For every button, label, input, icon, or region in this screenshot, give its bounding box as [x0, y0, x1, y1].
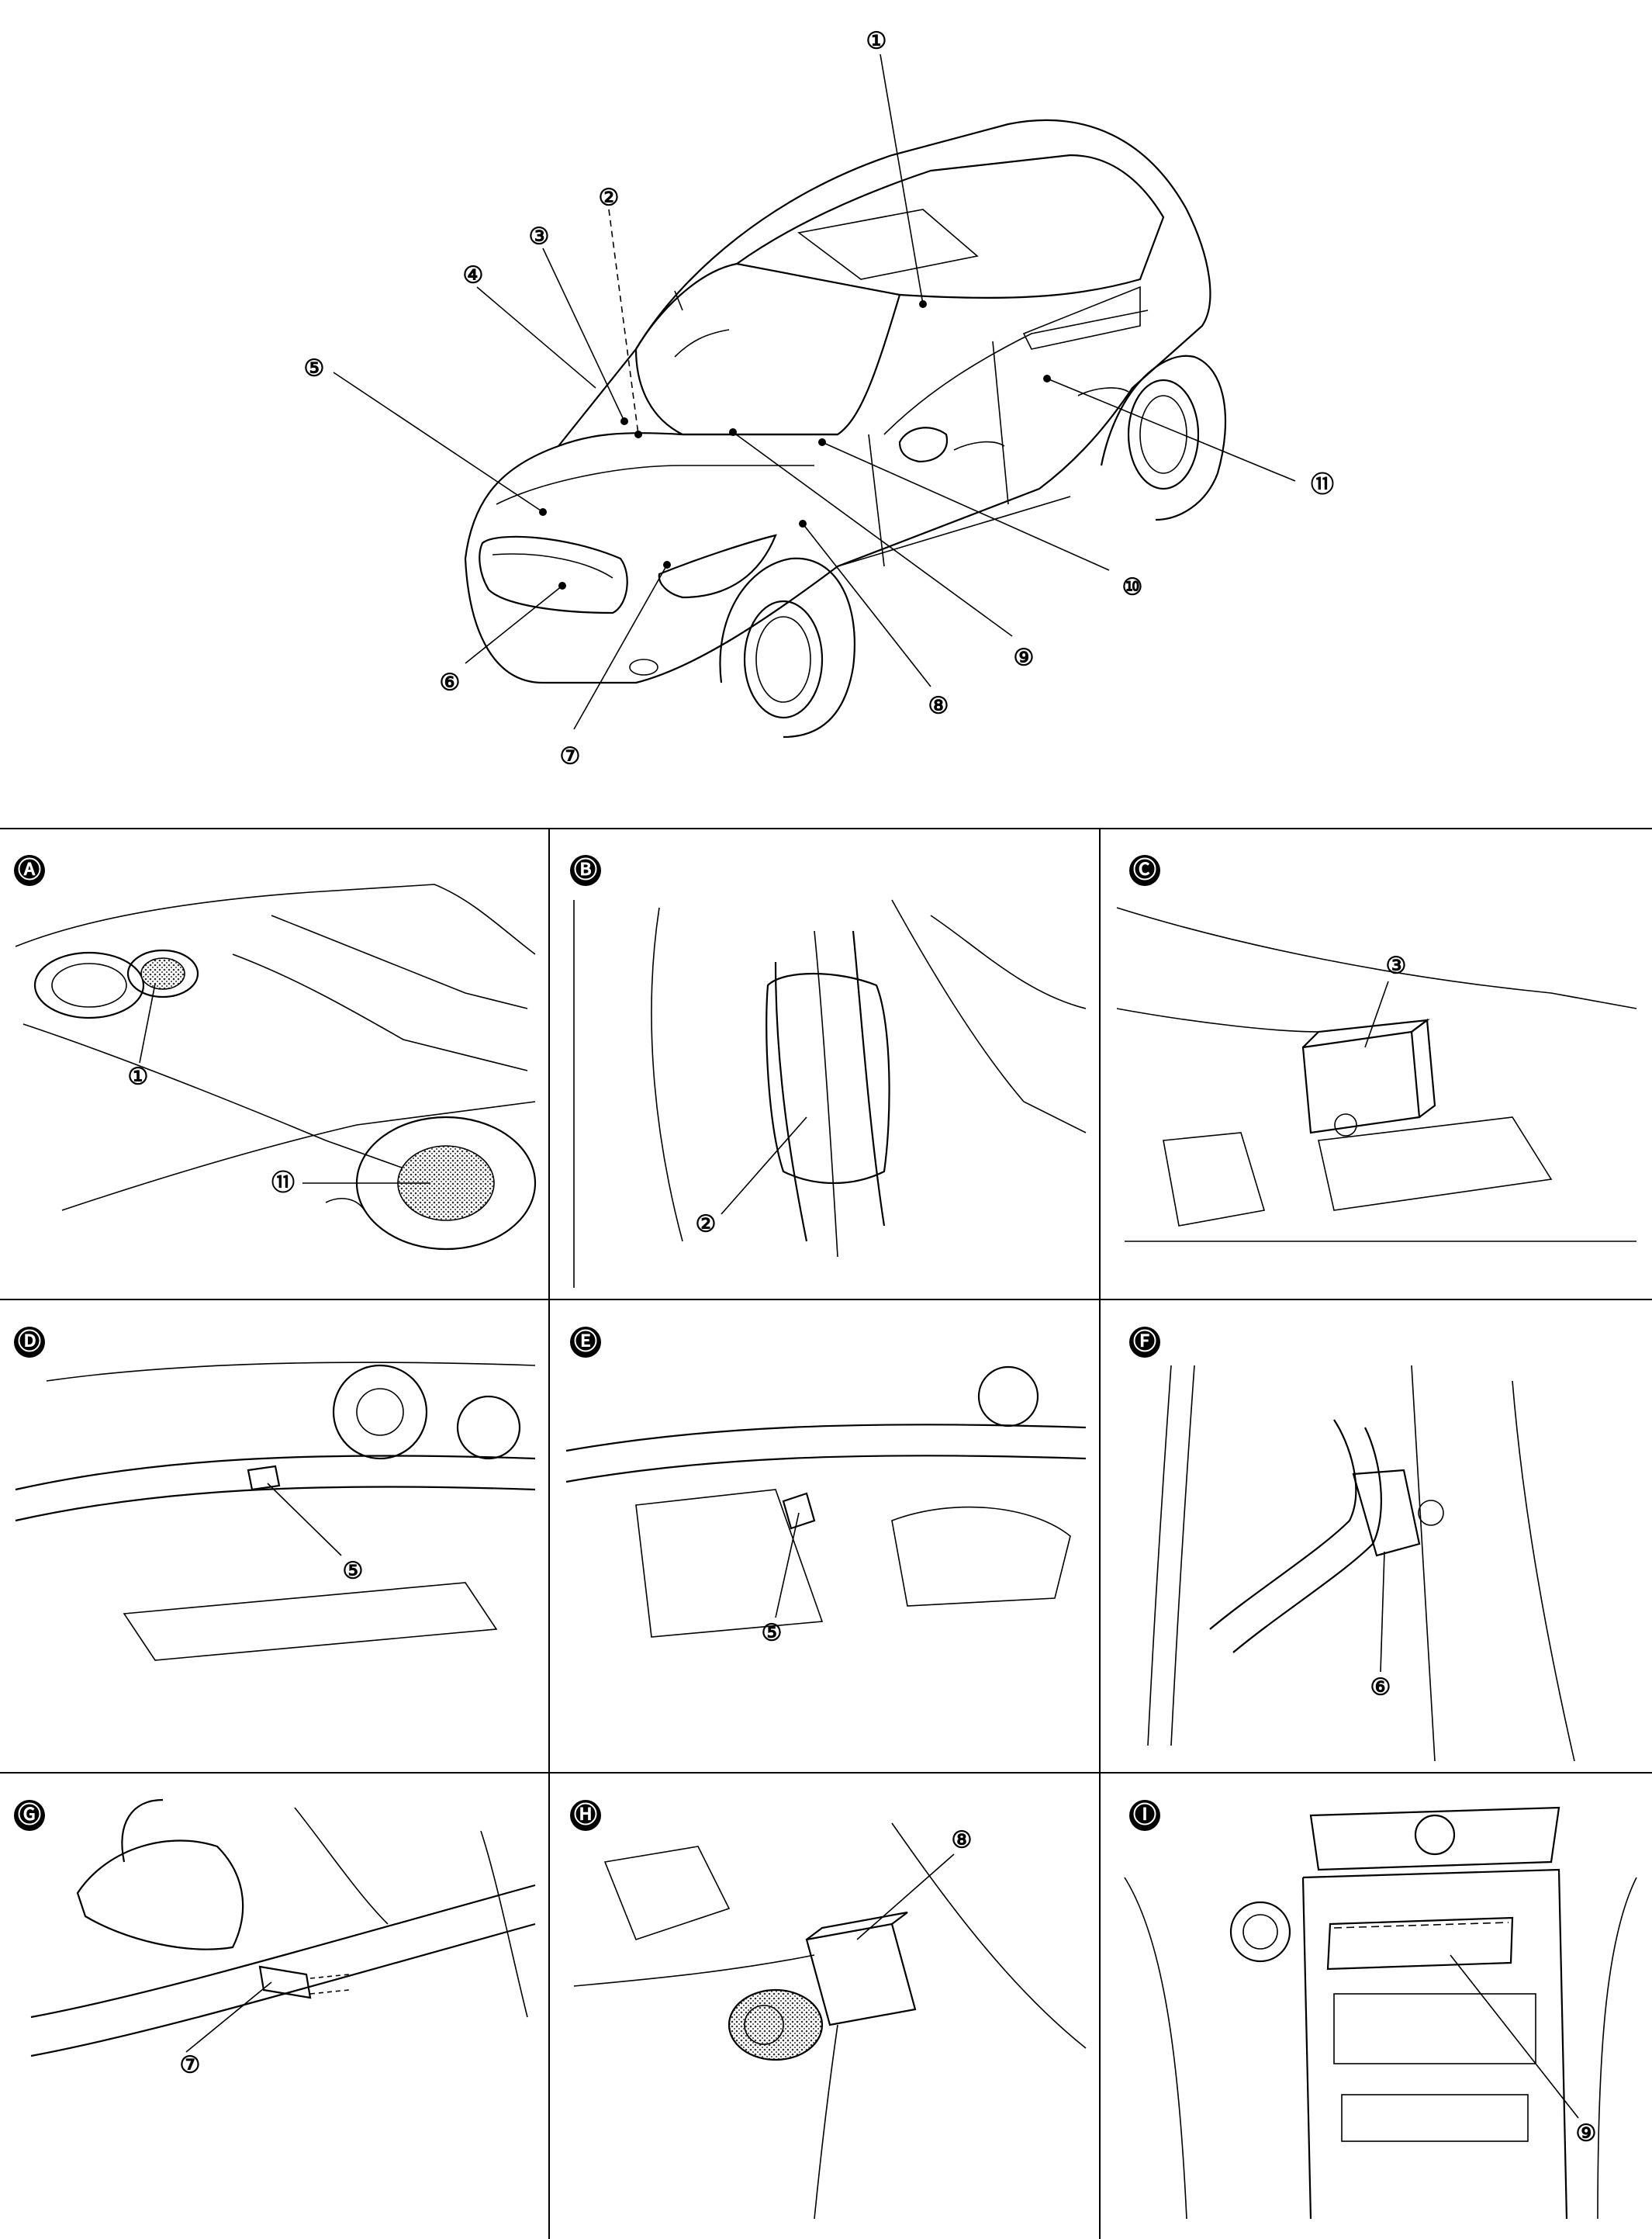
panel-a: Ⓐ ① ⑪: [14, 855, 537, 1251]
svg-text:⑥: ⑥: [1370, 1675, 1391, 1701]
overview-leaders: [333, 54, 1296, 730]
panel-b: Ⓑ ②: [570, 855, 1087, 1288]
svg-text:Ⓔ: Ⓔ: [574, 1330, 597, 1355]
svg-text:⑧: ⑧: [952, 1828, 973, 1853]
svg-text:⑤: ⑤: [762, 1621, 783, 1646]
svg-text:⑤: ⑤: [304, 356, 325, 382]
svg-text:⑪: ⑪: [271, 1171, 295, 1196]
panel-h: Ⓗ ⑧: [570, 1800, 1087, 2220]
svg-text:⑩: ⑩: [1122, 575, 1143, 600]
panel-i: Ⓘ ⑨: [1124, 1800, 1637, 2220]
svg-text:③: ③: [1386, 953, 1407, 979]
svg-text:⑧: ⑧: [928, 694, 949, 719]
svg-text:⑤: ⑤: [343, 1559, 364, 1584]
vehicle-overview: [464, 119, 1227, 739]
svg-text:③: ③: [529, 224, 550, 250]
callout-1: ①: [866, 29, 887, 54]
svg-text:①: ①: [128, 1064, 149, 1090]
callout-11: ⑪: [1311, 472, 1334, 498]
svg-text:Ⓑ: Ⓑ: [574, 858, 597, 884]
svg-text:①: ①: [866, 29, 887, 54]
callout-2: ②: [599, 185, 620, 211]
callout-10: ⑩: [1122, 575, 1143, 600]
svg-text:⑨: ⑨: [1576, 2121, 1597, 2147]
svg-text:Ⓐ: Ⓐ: [18, 858, 41, 884]
callout-6: ⑥: [440, 670, 461, 696]
svg-text:⑨: ⑨: [1014, 645, 1035, 671]
overview-callouts: ① ② ③ ④ ⑤ ⑥ ⑦ ⑧ ⑨ ⑩ ⑪: [304, 29, 1334, 770]
svg-text:Ⓘ: Ⓘ: [1133, 1803, 1156, 1829]
svg-text:Ⓗ: Ⓗ: [574, 1803, 597, 1829]
svg-text:Ⓓ: Ⓓ: [18, 1330, 41, 1355]
svg-text:②: ②: [696, 1212, 717, 1237]
callout-9: ⑨: [1014, 645, 1035, 671]
panel-e: Ⓔ ⑤: [565, 1327, 1087, 1646]
panel-c: Ⓒ ③: [1116, 855, 1637, 1242]
panel-d: Ⓓ ⑤: [14, 1327, 536, 1661]
svg-text:⑦: ⑦: [180, 2053, 201, 2078]
panel-f: Ⓕ ⑥: [1129, 1327, 1575, 1762]
callout-3: ③: [529, 224, 550, 250]
svg-text:②: ②: [599, 185, 620, 211]
callout-7: ⑦: [560, 744, 581, 770]
svg-text:Ⓖ: Ⓖ: [18, 1803, 41, 1829]
callout-5: ⑤: [304, 356, 325, 382]
callout-8: ⑧: [928, 694, 949, 719]
svg-text:Ⓕ: Ⓕ: [1133, 1330, 1156, 1355]
svg-text:⑥: ⑥: [440, 670, 461, 696]
svg-text:④: ④: [463, 263, 484, 289]
svg-text:Ⓒ: Ⓒ: [1133, 858, 1156, 884]
callout-4: ④: [463, 263, 484, 289]
svg-text:⑪: ⑪: [1311, 472, 1334, 498]
svg-text:⑦: ⑦: [560, 744, 581, 770]
panel-g: Ⓖ ⑦: [14, 1798, 536, 2078]
panel-grid: [0, 828, 1652, 2239]
